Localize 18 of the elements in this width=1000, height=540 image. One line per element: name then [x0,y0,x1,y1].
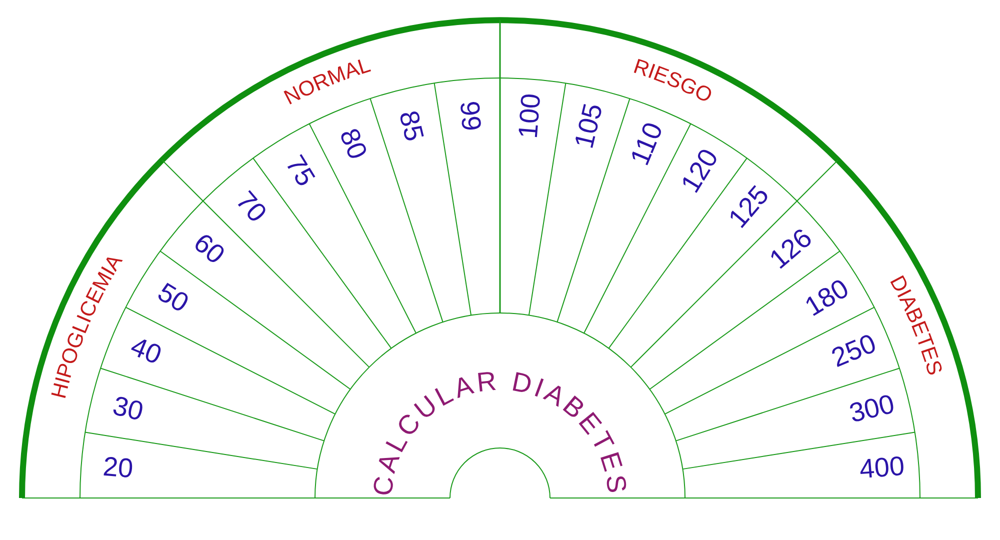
sector-value: 85 [394,108,428,144]
sector-value: 105 [571,100,608,151]
sector-value: 300 [847,390,898,427]
sector-value: 120 [676,145,724,198]
sector-value: 60 [188,229,229,270]
sector-value: 180 [800,274,853,322]
sector-value: 40 [127,333,166,370]
sector-value: 30 [110,392,146,426]
sector-value: 110 [626,119,668,170]
sector-value: 400 [858,452,906,484]
sector-value: 250 [828,330,880,373]
sector-value: 80 [335,125,372,164]
sector-value: 70 [231,186,272,227]
sector-value: 20 [102,453,134,483]
sector-value: 99 [455,100,485,132]
sector-value: 75 [280,152,320,192]
sector-value: 100 [514,92,546,140]
sector-value: 50 [154,278,194,318]
